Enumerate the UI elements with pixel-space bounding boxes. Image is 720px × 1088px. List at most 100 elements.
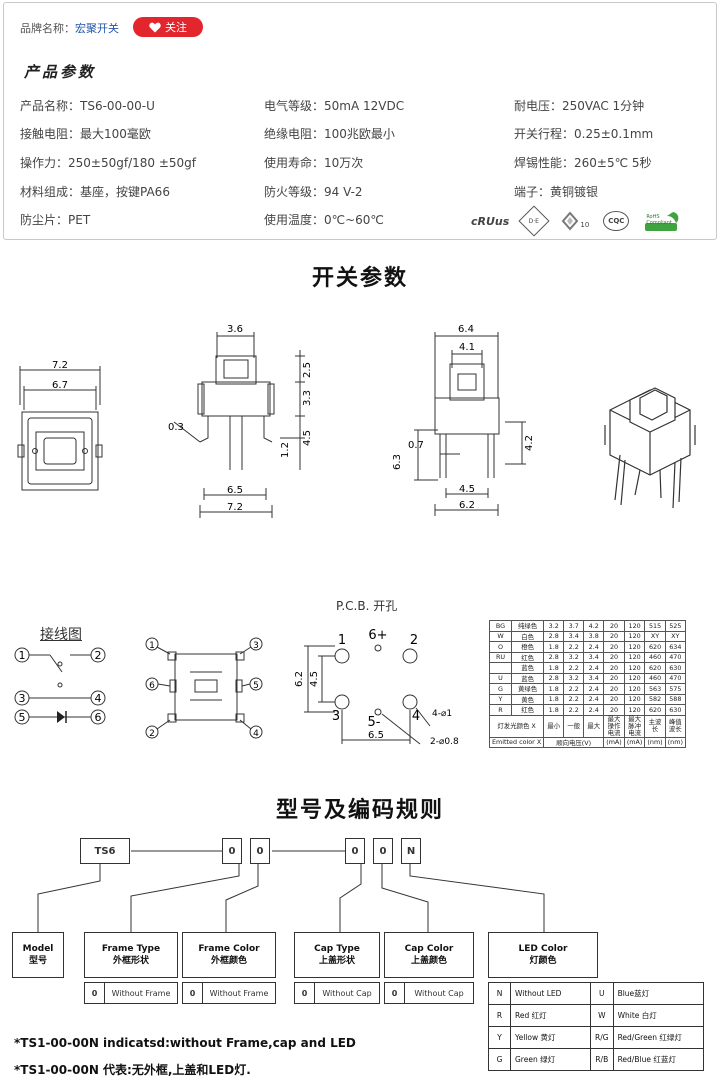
- param-contact: 接触电阻：最大100毫欧: [20, 127, 151, 141]
- led-table-cell: 120: [623, 641, 646, 653]
- pcb-dim-4-5: 4.5: [309, 671, 320, 687]
- led-option-cell: R/G: [590, 1026, 614, 1049]
- pcb-dim-6-5: 6.5: [368, 730, 384, 741]
- led-table-cell: 3.2: [563, 651, 585, 663]
- side-view-drawing: 3.6 2.5 3.3 4.5 1.2 0.3 6.5 7.2: [168, 324, 313, 518]
- pcb-pin-6: 6+: [368, 628, 387, 643]
- cert-logos: cRUus D·E 10 CQC RoHS Compliant: [471, 205, 683, 237]
- led-table-cell: 634: [664, 641, 686, 653]
- led-table-unit-cell: Emitted color X: [488, 736, 545, 748]
- led-table-cell: 2.8: [543, 651, 565, 663]
- led-option-cell: Red/Blue 红蓝灯: [612, 1048, 704, 1071]
- pcb-pin-3: 3: [332, 709, 340, 724]
- led-option-cell: W: [590, 1004, 614, 1027]
- param-temp: 使用温度：0℃~60℃: [264, 213, 384, 227]
- dim-6-2-back: 6.2: [459, 500, 475, 511]
- product-card: 品牌名称：宏聚开关 关注 产品参数 产品名称：TS6-00-00-U 电气等级：…: [3, 2, 717, 240]
- follow-label: 关注: [165, 21, 187, 34]
- param-electrical: 电气等级：50mA 12VDC: [264, 99, 405, 113]
- led-table-cell: 2.4: [583, 641, 605, 653]
- pcb-title: P.C.B. 开孔: [336, 599, 398, 613]
- led-table-cell: 588: [664, 693, 686, 705]
- led-table-cell: 20: [603, 641, 625, 653]
- led-table-cell: 2.8: [543, 672, 565, 684]
- de-logo: D·E: [518, 205, 550, 237]
- back-view-drawing: 6.4 4.1 0.7 6.3 4.2 4.5 6.2: [392, 324, 535, 516]
- led-table-cell: 120: [623, 693, 646, 705]
- brand-line: 品牌名称：宏聚开关: [20, 20, 119, 36]
- follow-button[interactable]: 关注: [133, 17, 203, 37]
- param-name: 产品名称：TS6-00-00-U: [20, 99, 155, 113]
- dim-6-4: 6.4: [458, 324, 474, 335]
- led-table-cell: 470: [664, 672, 686, 684]
- led-table-cell: 2.8: [543, 630, 565, 642]
- led-option-cell: U: [590, 982, 614, 1005]
- wiring-title: 接线图: [40, 627, 82, 643]
- led-table-cell: 20: [603, 651, 625, 663]
- led-table-cell: 630: [664, 662, 686, 674]
- led-table-cell: 1.8: [543, 662, 565, 674]
- led-table-cell: 3.4: [583, 672, 605, 684]
- param-fire: 防火等级：94 V-2: [264, 185, 363, 199]
- led-table-header-cell: 灯发光颜色 X: [488, 714, 545, 738]
- led-table-unit-cell: (nm): [644, 736, 666, 748]
- led-table-cell: 20: [603, 693, 625, 705]
- dim-7-2-side: 7.2: [227, 502, 243, 513]
- brand-name-link[interactable]: 宏聚开关: [75, 22, 119, 35]
- code-led-box: N: [401, 838, 421, 864]
- code-frame-type-box: 0: [222, 838, 242, 864]
- led-table-cell: 620: [644, 662, 666, 674]
- led-option-cell: Blue蓝灯: [612, 982, 704, 1005]
- led-table-header-cell: 最大: [583, 714, 605, 738]
- led-table-cell: 2.4: [583, 683, 605, 695]
- pin-label-2: 2: [149, 729, 155, 739]
- led-table-header-cell: 一般: [563, 714, 585, 738]
- dim-6-5-side: 6.5: [227, 485, 243, 496]
- led-table-header-cell: 最大操作电流: [603, 714, 625, 738]
- led-table-header-cell: 主波长: [644, 714, 666, 738]
- led-table-unit-cell: 顺向电压(V): [543, 736, 605, 748]
- heart-icon: [149, 22, 161, 32]
- led-table-cell: 3.4: [583, 651, 605, 663]
- led-table-cell: Y: [489, 693, 512, 705]
- pin-label-3: 3: [253, 641, 259, 651]
- led-table-cell: 1.8: [543, 693, 565, 705]
- cap-type-option: 0 Without Cap: [294, 982, 380, 1004]
- rohs-logo: RoHS Compliant: [643, 210, 683, 232]
- pin-layout-drawing: 1 3 6 5 2 4: [145, 637, 263, 739]
- led-table-cell: 4.2: [583, 620, 605, 632]
- dim-6-7: 6.7: [52, 380, 68, 391]
- isometric-drawing: [604, 387, 696, 509]
- led-option-cell: Green 绿灯: [510, 1048, 591, 1071]
- top-view-drawing: 7.2 6.7: [17, 360, 103, 491]
- led-table-cell: 20: [603, 704, 625, 716]
- led-table-cell: 纯绿色: [510, 620, 545, 632]
- param-travel: 开关行程：0.25±0.1mm: [514, 127, 654, 141]
- dim-4-1: 4.1: [459, 342, 475, 353]
- dim-2-5: 2.5: [302, 362, 313, 378]
- led-table-cell: 2.2: [563, 641, 585, 653]
- led-table-cell: 蓝色: [510, 662, 545, 674]
- wire-pin-6: 6: [95, 711, 102, 724]
- led-table-cell: XY: [644, 630, 666, 642]
- frame-type-option: 0 Without Frame: [84, 982, 178, 1004]
- pin-label-6: 6: [149, 681, 155, 691]
- pcb-dim-6-2: 6.2: [294, 671, 305, 687]
- pcb-pin-1: 1: [338, 633, 346, 648]
- led-table-cell: U: [489, 672, 512, 684]
- led-table-cell: RU: [489, 651, 512, 663]
- dim-0-7: 0.7: [408, 440, 424, 451]
- led-table-cell: 120: [623, 630, 646, 642]
- footnote-cn: *TS1-00-00N 代表:无外框,上盖和LED灯.: [14, 1063, 251, 1077]
- frame-color-option: 0 Without Frame: [182, 982, 276, 1004]
- led-table-cell: 575: [664, 683, 686, 695]
